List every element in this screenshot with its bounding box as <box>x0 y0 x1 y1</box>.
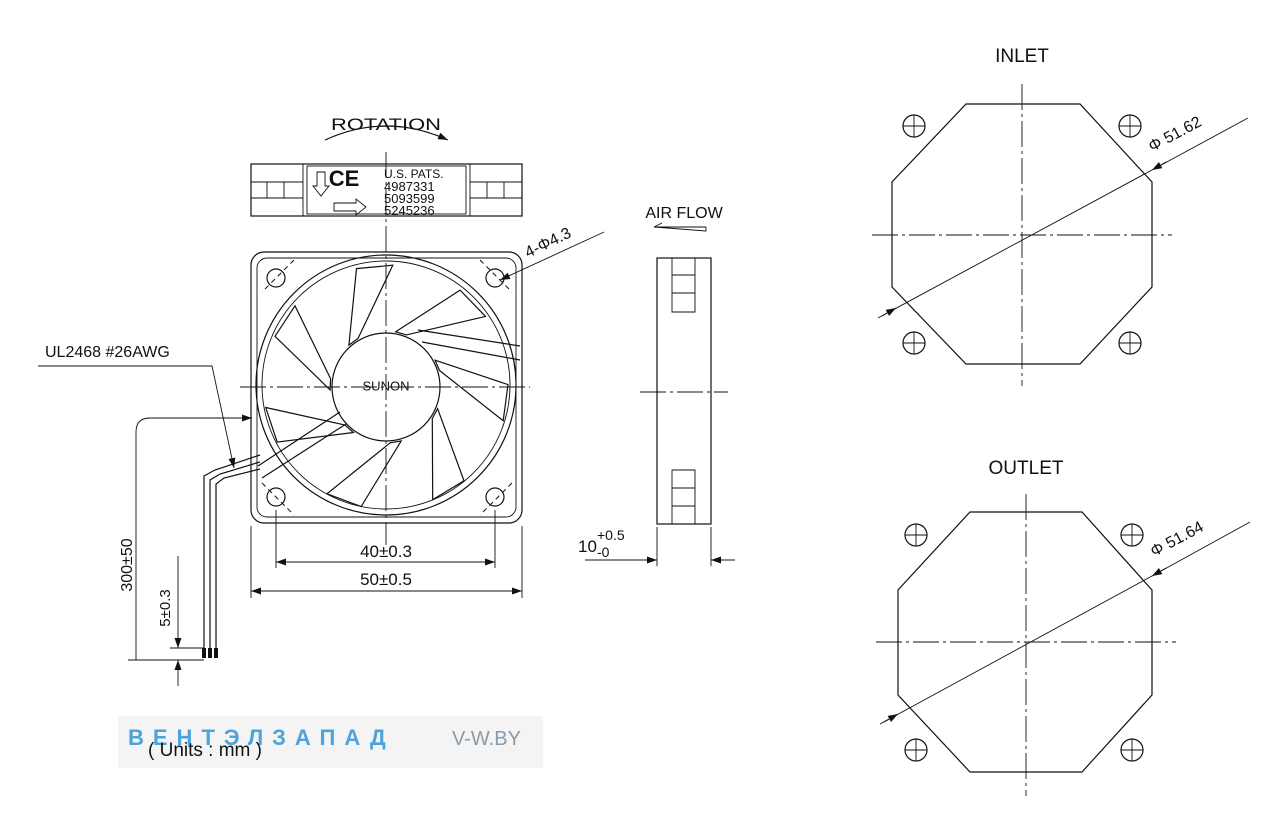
sticker-frame <box>250 163 523 217</box>
inlet-label: INLET <box>995 46 1049 67</box>
hole-spacing-label: 40±0.3 <box>360 542 412 561</box>
wire-leader <box>38 365 236 469</box>
outlet-diameter-label: Φ 51.64 <box>1148 519 1207 561</box>
frame-strut <box>417 329 521 361</box>
lead-length-dimension: 300±50 <box>119 414 252 661</box>
top-sticker-view: CE U.S. PATS. 4987331 5093599 5245236 <box>250 163 523 218</box>
rotation-right-arrow-icon <box>333 198 367 216</box>
watermark-brand: ВЕНТЭЛЗАПАД <box>128 725 395 750</box>
thickness-nominal: 10 <box>578 537 597 556</box>
inlet-opening-outline <box>891 103 1153 365</box>
outlet-view: OUTLET Φ 51.64 <box>876 458 1251 796</box>
rotation-arrow-icon <box>324 125 449 141</box>
units-note: ( Units : mm ) <box>148 740 262 761</box>
wire-spec-label: UL2468 #26AWG <box>45 344 170 361</box>
fan-blade <box>264 406 355 443</box>
thickness-plus-tolerance: +0.5 <box>597 527 625 543</box>
inlet-center-lines <box>872 84 1172 386</box>
thickness-minus-tolerance: -0 <box>597 544 610 560</box>
watermark: ВЕНТЭЛЗАПАД V-W.BY <box>118 716 543 768</box>
frame-width-dimension: 50±0.5 <box>250 526 523 598</box>
inlet-diameter-leader <box>877 117 1249 319</box>
wire-lead <box>203 454 261 652</box>
fan-blade <box>274 304 332 392</box>
inlet-mounting-holes <box>902 114 1142 355</box>
fan-blade <box>394 289 487 336</box>
hole-callout-label: 4-Φ4.3 <box>522 225 574 262</box>
air-flow-label: AIR FLOW <box>645 205 723 222</box>
ce-mark: CE <box>329 166 360 191</box>
front-center-lines <box>240 152 530 545</box>
fan-blade <box>431 407 465 501</box>
patent-number: 4987331 <box>384 179 435 194</box>
mounting-holes <box>266 268 505 507</box>
watermark-background <box>118 716 543 768</box>
strip-length-dimension: 5±0.3 <box>157 556 204 686</box>
watermark-site: V-W.BY <box>452 728 521 750</box>
frame-width-label: 50±0.5 <box>360 570 412 589</box>
outlet-mounting-holes <box>904 523 1144 762</box>
patent-number: 5093599 <box>384 191 435 206</box>
strip-length-label: 5±0.3 <box>157 589 174 626</box>
inlet-diameter-label: Φ 51.62 <box>1146 114 1205 156</box>
airflow-down-arrow-icon <box>312 171 330 197</box>
rotation-label: ROTATION <box>331 115 441 134</box>
inlet-view: INLET Φ 51.62 <box>872 46 1249 386</box>
patent-number: 5245236 <box>384 203 435 218</box>
front-view: SUNON <box>240 152 530 545</box>
outlet-label: OUTLET <box>989 458 1064 479</box>
fan-blades <box>264 264 509 508</box>
air-flow-arrow-icon <box>653 222 707 232</box>
lead-length-label: 300±50 <box>119 538 136 591</box>
fan-frame-outline <box>250 251 523 524</box>
patents-title: U.S. PATS. <box>384 167 444 181</box>
sticker-label <box>306 165 467 215</box>
hole-spacing-dimension: 40±0.3 <box>275 510 496 568</box>
side-view: AIR FLOW 10 +0.5 -0 <box>578 205 735 566</box>
frame-bevel-lines <box>261 259 513 516</box>
side-frame <box>656 257 712 525</box>
fan-blade <box>325 440 403 508</box>
wire-assembly: UL2468 #26AWG <box>38 344 261 658</box>
wire-lead <box>215 468 261 652</box>
fan-blade <box>434 359 509 422</box>
outlet-diameter-leader <box>879 521 1251 725</box>
wire-lead <box>209 461 261 652</box>
wire-channel <box>257 411 347 479</box>
fan-blade <box>348 264 394 347</box>
outlet-opening-outline <box>897 511 1153 773</box>
rotation-indicator: ROTATION <box>324 115 449 141</box>
